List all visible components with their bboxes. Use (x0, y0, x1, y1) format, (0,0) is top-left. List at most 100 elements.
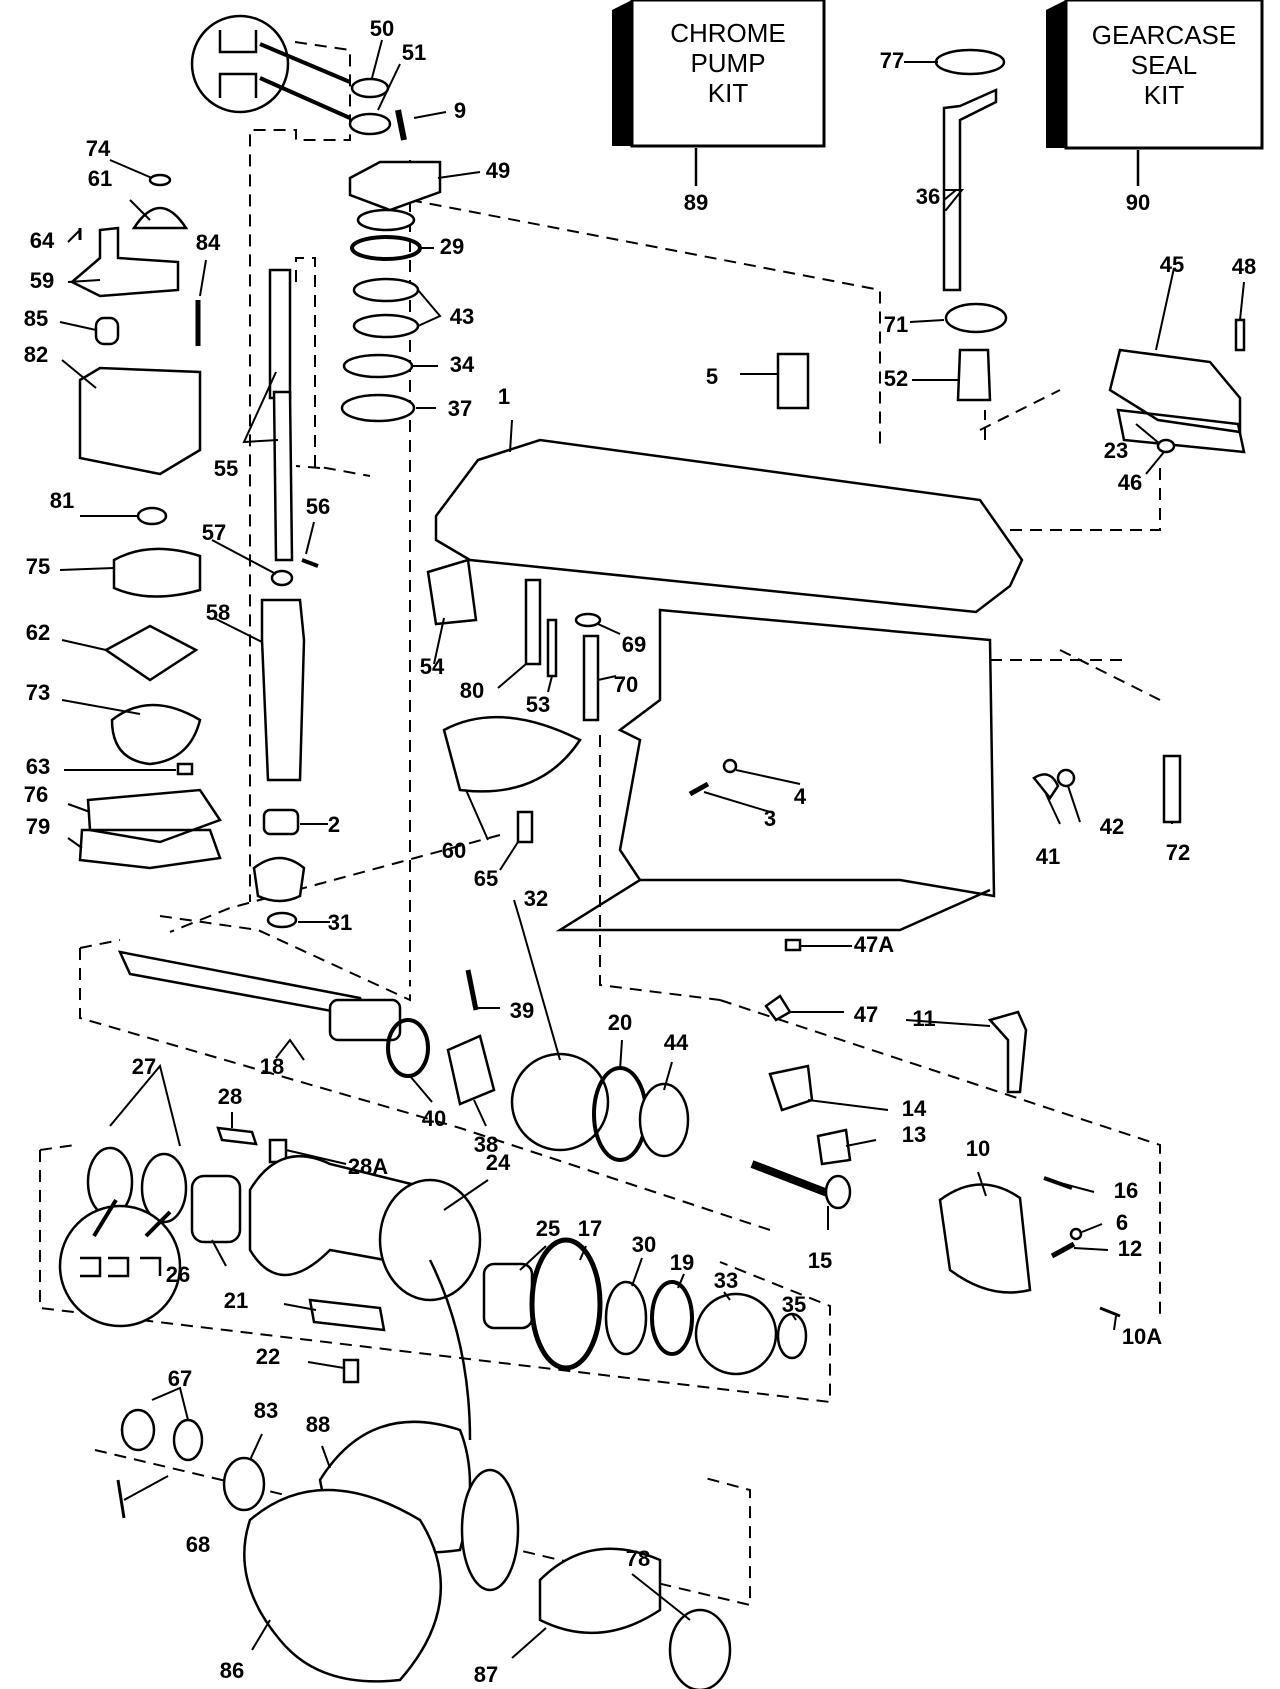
label-79: 79 (26, 814, 50, 839)
label-6: 6 (1116, 1210, 1128, 1235)
thrust-washer-30 (604, 1280, 648, 1356)
label-24: 24 (486, 1150, 511, 1175)
label-34: 34 (450, 352, 475, 377)
boot-71 (944, 302, 1008, 334)
ball-6 (1069, 1227, 1083, 1241)
label-13: 13 (902, 1122, 926, 1147)
label-81: 81 (50, 488, 74, 513)
spacer-67b (172, 1418, 204, 1462)
label-50: 50 (370, 16, 394, 41)
gasket-79 (78, 828, 222, 870)
label-39: 39 (510, 998, 534, 1023)
label-53: 53 (526, 692, 550, 717)
washer-4 (722, 758, 738, 774)
gearcase-housing-1 (434, 438, 1024, 614)
pin-15 (750, 1160, 832, 1198)
cover-45 (1108, 348, 1242, 434)
ring-74 (148, 173, 172, 187)
key-63 (176, 762, 194, 776)
label-38: 38 (474, 1132, 498, 1157)
anode-54 (426, 558, 478, 626)
label-80: 80 (460, 678, 484, 703)
screw-80 (524, 578, 542, 666)
label-48: 48 (1232, 254, 1256, 279)
ring-40 (386, 1018, 430, 1078)
label-45: 45 (1160, 252, 1184, 277)
washer-77 (934, 48, 1006, 76)
plate-59 (69, 226, 180, 298)
thrust-bearing-44 (638, 1082, 690, 1158)
label-90: 90 (1126, 190, 1150, 215)
label-19: 19 (670, 1250, 694, 1275)
label-65: 65 (474, 866, 498, 891)
stud-70 (582, 634, 600, 722)
label-27: 27 (132, 1054, 156, 1079)
label-74: 74 (86, 136, 111, 161)
pin-39 (465, 969, 479, 1011)
label-40: 40 (422, 1106, 446, 1131)
label-23: 23 (1104, 438, 1128, 463)
label-60: 60 (442, 838, 466, 863)
kit-89-line-2: PUMP (690, 48, 765, 78)
washer-34 (342, 353, 414, 379)
shift-rod-36 (942, 88, 998, 292)
pin-10a (1099, 1306, 1121, 1318)
clutch-dog-38 (446, 1034, 496, 1106)
washer-42 (1056, 768, 1076, 788)
label-25: 25 (536, 1216, 560, 1241)
label-46: 46 (1118, 470, 1142, 495)
bearing-housing-10 (938, 1183, 1032, 1294)
o-ring-17 (529, 1237, 603, 1371)
label-63: 63 (26, 754, 50, 779)
spring-57 (270, 569, 294, 587)
label-61: 61 (88, 166, 112, 191)
label-49: 49 (486, 158, 510, 183)
pin-56 (301, 558, 319, 568)
seal-detail-circle-bottom (58, 1204, 182, 1328)
label-17: 17 (578, 1216, 602, 1241)
washer-78 (668, 1608, 732, 1689)
label-47A: 47A (854, 932, 894, 957)
seal-51 (348, 112, 392, 136)
bearing-37 (340, 393, 416, 423)
label-2: 2 (328, 812, 340, 837)
label-82: 82 (24, 342, 48, 367)
detent-47 (764, 994, 792, 1022)
leader-lines (59, 39, 1245, 1659)
label-16: 16 (1114, 1178, 1138, 1203)
screw-47a (784, 938, 802, 952)
label-22: 22 (256, 1344, 280, 1369)
label-56: 56 (306, 494, 330, 519)
label-1: 1 (498, 384, 510, 409)
thrust-washer-83 (222, 1456, 266, 1512)
washer-35 (776, 1312, 808, 1360)
forward-gear-32 (510, 1052, 610, 1152)
label-71: 71 (884, 312, 908, 337)
label-15: 15 (808, 1248, 832, 1273)
label-3: 3 (764, 806, 776, 831)
washer-31 (266, 911, 298, 929)
label-77: 77 (880, 48, 904, 73)
plate-76 (86, 788, 222, 844)
screw-48 (1234, 318, 1246, 352)
screw-53 (546, 618, 558, 678)
pinion-bearing-58 (260, 598, 306, 782)
label-28A: 28A (348, 1154, 388, 1179)
hub-87 (538, 1547, 662, 1635)
label-36: 36 (916, 184, 940, 209)
seal-27b (140, 1152, 188, 1224)
hub-ring-88 (460, 1468, 520, 1592)
seal-73 (110, 703, 202, 766)
label-62: 62 (26, 620, 50, 645)
label-14: 14 (902, 1096, 927, 1121)
needle-bearing-25 (482, 1262, 534, 1330)
thrust-bearing-19 (650, 1280, 694, 1356)
label-10: 10 (966, 1136, 990, 1161)
label-28: 28 (218, 1084, 242, 1109)
label-52: 52 (884, 366, 908, 391)
label-84: 84 (196, 230, 221, 255)
nut-67a (120, 1408, 156, 1452)
chrome-pump-kit-box: CHROME PUMP KIT (612, 0, 826, 186)
label-67: 67 (168, 1366, 192, 1391)
